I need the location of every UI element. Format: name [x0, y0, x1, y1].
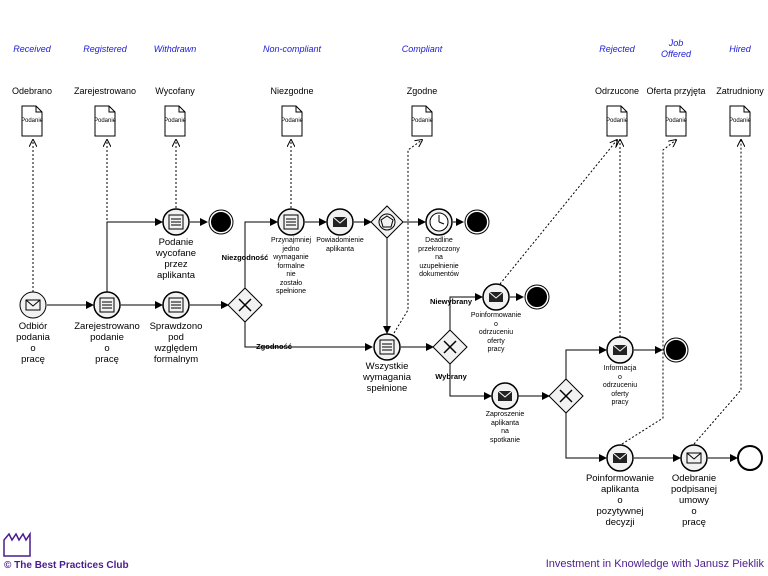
document-label: Podanie: [164, 118, 186, 124]
state-pl-label: Oferta przyjęta: [646, 86, 706, 96]
state-en-label: Withdrawn: [153, 44, 197, 54]
label-noncompliant: Przynajmniej jedno wymaganie formalne ni…: [270, 237, 312, 295]
label-check: Sprawdzono pod względem formalnym: [149, 321, 203, 365]
document-icon: Podanie: [729, 105, 752, 137]
end-events: [208, 209, 763, 471]
state-pl-label: Niezgodne: [270, 86, 314, 96]
list-task-check: [162, 291, 190, 319]
state-pl-label: Zgodne: [406, 86, 438, 96]
message-event-invite: [491, 382, 519, 410]
label-register: Zarejestrowano podanie o pracę: [74, 321, 140, 365]
document-label: Podanie: [729, 118, 751, 124]
message-event-positive: [606, 444, 634, 472]
state-en-label: Hired: [729, 44, 751, 54]
document-icon: Podanie: [411, 105, 434, 137]
sequence-flows: [47, 218, 738, 462]
gateway-xor-selection: [432, 329, 468, 365]
start-event: [19, 291, 47, 319]
gateway-xor-meeting: [548, 378, 584, 414]
timer-event-deadline: [425, 208, 453, 236]
document-icon: Podanie: [21, 105, 44, 137]
state-pl-label: Zatrudniony: [716, 86, 764, 96]
label-offer-rejected: Informacja o odrzuceniu oferty pracy: [602, 365, 638, 406]
logo-icon: [3, 531, 31, 557]
list-task-withdrawn: [162, 208, 190, 236]
document-label: Podanie: [94, 118, 116, 124]
state-pl-label: Odebrano: [11, 86, 53, 96]
label-positive: Poinformowanie aplikanta o pozytywnej de…: [585, 473, 655, 528]
state-en-label: Registered: [83, 44, 127, 54]
label-notify: Powiadomienie aplikanta: [316, 237, 364, 253]
flow-label-niewybrany: Niewybrany: [429, 297, 473, 306]
footer-credit: Investment in Knowledge with Janusz Piek…: [545, 558, 764, 570]
state-en-label: Rejected: [599, 44, 635, 54]
list-task-allmet: [373, 333, 401, 361]
label-withdrawn: Podanie wycofane przez aplikanta: [155, 237, 197, 281]
list-task-register: [93, 291, 121, 319]
label-start: Odbiór podania o pracę: [16, 321, 50, 365]
list-task-noncompliant: [277, 208, 305, 236]
document-icon: Podanie: [281, 105, 304, 137]
message-event-offer-rejected: [606, 336, 634, 364]
gateway-xor-compliance: [227, 287, 263, 323]
document-icon: Podanie: [665, 105, 688, 137]
state-en-label: Received: [13, 44, 51, 54]
state-pl-label: Zarejestrowano: [73, 86, 137, 96]
gateway-event-based: [370, 205, 404, 239]
label-deadline: Deadline przekroczony na uzupełnienie do…: [418, 237, 460, 278]
document-icon: Podanie: [94, 105, 117, 137]
document-icon: Podanie: [164, 105, 187, 137]
document-label: Podanie: [606, 118, 628, 124]
document-label: Podanie: [281, 118, 303, 124]
flow-label-niezgodnosc: Niezgodność: [221, 253, 269, 262]
state-en-label: Compliant: [401, 44, 443, 54]
label-reject-inform: Poinformowanie o odrzuceniu oferty pracy: [470, 312, 522, 353]
state-en-label: Non-compliant: [262, 44, 322, 54]
label-contract: Odebranie podpisanej umowy o pracę: [671, 473, 717, 528]
flow-label-wybrany: Wybrany: [435, 372, 467, 381]
state-pl-label: Odrzucone: [594, 86, 640, 96]
document-label: Podanie: [411, 118, 433, 124]
message-event-reject-inform: [482, 283, 510, 311]
message-event-notify: [326, 208, 354, 236]
association-flows: [33, 140, 741, 445]
label-invite: Zaproszenie aplikanta na spotkanie: [485, 411, 525, 444]
document-label: Podanie: [665, 118, 687, 124]
document-icon: Podanie: [606, 105, 629, 137]
flow-label-zgodnosc: Zgodność: [256, 342, 292, 351]
state-en-label: Job Offered: [660, 38, 691, 59]
label-allmet: Wszystkie wymagania spełnione: [362, 361, 412, 394]
footer-copyright: © The Best Practices Club: [4, 560, 129, 571]
document-label: Podanie: [21, 118, 43, 124]
message-event-contract: [680, 444, 708, 472]
state-pl-label: Wycofany: [155, 86, 195, 96]
